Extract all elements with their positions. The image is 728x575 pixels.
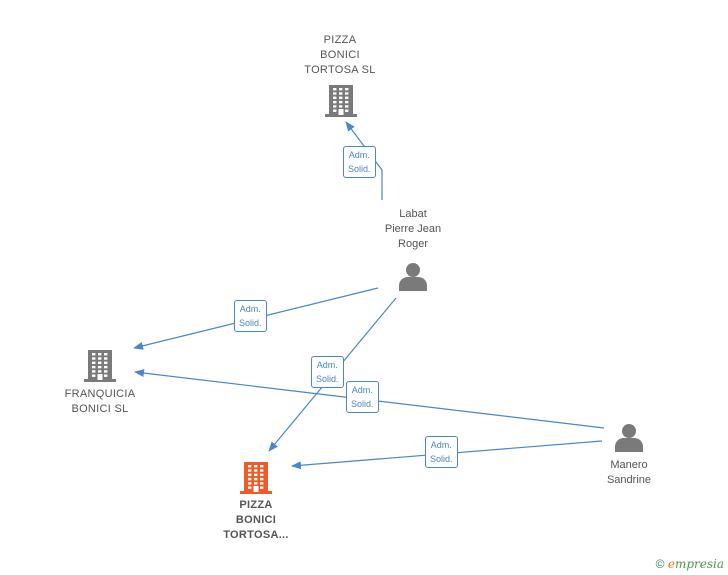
building-icon-franquicia[interactable] <box>84 350 116 382</box>
building-icon-pizza-main[interactable] <box>240 462 272 494</box>
edge-label-labat-to-pizza-main[interactable]: Adm. Solid. <box>311 356 344 388</box>
node-label-franquicia[interactable]: FRANQUICIA BONICI SL <box>46 387 154 417</box>
edge-label-manero-to-franquicia[interactable]: Adm. Solid. <box>346 381 379 413</box>
node-label-line: TORTOSA SL <box>304 64 376 76</box>
building-icon-pizza-top[interactable] <box>325 85 357 117</box>
icons-layer <box>84 85 643 494</box>
copyright-symbol: © <box>655 557 665 571</box>
node-label-line: Pierre Jean <box>384 223 442 235</box>
edge-labat-to-pizza-top <box>345 121 383 200</box>
copyright-credit: © empresia <box>656 557 724 571</box>
person-icon-manero[interactable] <box>615 424 643 452</box>
node-label-line: Labat <box>399 208 427 220</box>
edge-label-line: Adm. <box>430 440 452 450</box>
node-label-line: BONICI SL <box>71 403 129 415</box>
node-label-line: BONICI <box>320 49 360 61</box>
edge-label-line: Adm. <box>351 385 373 395</box>
edge-label-line: Solid. <box>316 374 339 384</box>
edge-label-line: Adm. <box>239 304 261 314</box>
edge-label-line: Solid. <box>239 318 262 328</box>
edge-label-line: Adm. <box>316 360 338 370</box>
node-label-line: TORTOSA... <box>223 529 289 541</box>
edge-label-line: Solid. <box>430 454 453 464</box>
node-label-line: Sandrine <box>606 474 652 486</box>
edge-label-manero-to-pizza-main[interactable]: Adm. Solid. <box>425 436 458 468</box>
node-label-line: FRANQUICIA <box>64 388 136 400</box>
edge-label-line: Adm. <box>348 150 370 160</box>
node-label-line: PIZZA <box>239 499 273 511</box>
brand-logo: empresia <box>667 557 724 571</box>
node-label-pizza-main[interactable]: PIZZA BONICI TORTOSA... <box>206 498 306 543</box>
edge-label-line: Solid. <box>351 399 374 409</box>
edge-label-labat-to-pizza-top[interactable]: Adm. Solid. <box>343 146 376 178</box>
node-label-line: BONICI <box>235 514 277 526</box>
node-label-line: PIZZA <box>323 34 357 46</box>
person-icon-labat[interactable] <box>399 263 427 291</box>
edge-label-line: Solid. <box>348 164 371 174</box>
node-label-pizza-top[interactable]: PIZZA BONICI TORTOSA SL <box>290 33 390 78</box>
node-label-line: Roger <box>398 238 428 250</box>
node-label-line: Manero <box>610 459 648 471</box>
edge-label-labat-to-franquicia[interactable]: Adm. Solid. <box>234 300 267 332</box>
